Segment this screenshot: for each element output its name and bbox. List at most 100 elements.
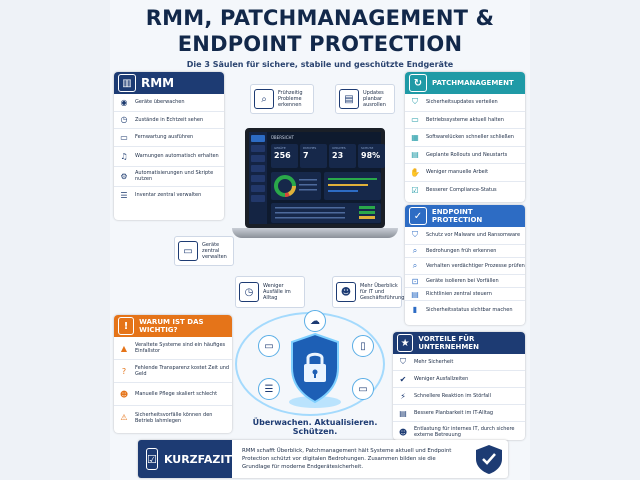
rmm-item-label: Fernwartung ausführen: [135, 134, 194, 141]
people-icon: ☻: [119, 389, 129, 399]
endpoint-item-label: Richtlinien zentral steuern: [426, 291, 492, 297]
vorteile-item-label: Weniger Ausfallzeiten: [414, 376, 469, 382]
vorteile-item-label: Bessere Planbarkeit im IT-Alltag: [414, 410, 494, 416]
fazit-title: KURZFAZIT: [163, 452, 232, 466]
vorteile-item: ▤Bessere Planbarkeit im IT-Alltag: [393, 405, 525, 422]
warning-icon: ▲: [120, 343, 128, 353]
monitor-icon: ▭: [178, 241, 198, 261]
endpoint-item: ⌕Verhalten verdächtiger Prozesse prüfen: [405, 258, 525, 275]
rmm-item: ▭ Fernwartung ausführen: [114, 129, 224, 147]
endpoint-item: ⊡Geräte isolieren bei Vorfällen: [405, 275, 525, 288]
star-icon: ★: [397, 334, 414, 352]
callout-ueberblick: ☻ Mehr Überblick für IT und Geschäftsfüh…: [332, 276, 405, 308]
patch-item: ▦ Softwarelücken schneller schließen: [405, 129, 525, 147]
callout-zentral: ▭ Geräte zentral verwalten: [174, 236, 234, 266]
patch-item: ▭Betriebssysteme aktuell halten: [405, 112, 525, 129]
patch-header: ↻ PATCHMANAGEMENT: [405, 72, 525, 94]
dashboard-table-panel: [271, 203, 381, 223]
warum-item: ▲Veraltete Systeme sind ein häufiges Ein…: [114, 337, 232, 360]
rmm-item: ♫Warnungen automatisch erhalten: [114, 147, 224, 167]
grid-icon: ▦: [411, 132, 419, 142]
page-subtitle: Die 3 Säulen für sichere, stabile und ge…: [186, 60, 454, 69]
endpoint-item-label: Sicherheitsstatus sichtbar machen: [426, 306, 513, 313]
donut-chart: [274, 175, 317, 197]
endpoint-title: ENDPOINT PROTECTION: [431, 208, 483, 224]
vorteile-item-label: Schnellere Reaktion im Störfall: [414, 393, 491, 399]
tagline: Überwachen. Aktualisieren. Schützen.: [252, 418, 378, 436]
cloud-sync-icon: ☁: [304, 310, 326, 332]
endpoint-item: ▮ Sicherheitsstatus sichtbar machen: [405, 301, 525, 319]
chart-icon: ▮: [412, 305, 418, 315]
callout-zentral-text: Geräte zentral verwalten: [202, 242, 227, 260]
patch-item: ⛉Sicherheitsupdates verteilen: [405, 94, 525, 112]
callout-ueberblick-text: Mehr Überblick für IT und Geschäftsführu…: [360, 283, 405, 301]
kpi-label: PATCHES: [303, 146, 317, 150]
rmm-item-label: Inventar zentral verwalten: [135, 192, 202, 199]
gear-icon: ⚙: [120, 171, 128, 181]
warum-item-label: Fehlende Transparenz kostet Zeit und Gel…: [135, 365, 230, 377]
dashboard-title: ÜBERSICHT: [271, 135, 294, 140]
callout-ausfaelle-text: Weniger Ausfälle im Alltag: [263, 283, 291, 301]
patch-item: ✋Weniger manuelle Arbeit: [405, 164, 525, 182]
patch-item: ▤Geplante Rollouts und Neustarts: [405, 147, 525, 164]
kpi-label: GERÄTE: [274, 146, 286, 150]
vorteile-item: ☻Entlastung für internes IT, durch siche…: [393, 422, 525, 440]
monitor-icon: ▭: [352, 378, 374, 400]
rmm-item-label: Automatisierungen und Skripte nutzen: [135, 170, 214, 182]
rmm-title: RMM: [141, 76, 175, 90]
callout-probleme-text: Frühzeitig Probleme erkennen: [278, 90, 303, 108]
shield-check-icon: ✓: [409, 207, 427, 225]
vorteile-panel: ★ VORTEILE FÜR UNTERNEHMEN ⛉Mehr Sicherh…: [393, 332, 525, 440]
laptop-icon: ▭: [258, 335, 280, 357]
vorteile-item: ⚡ Schnellere Reaktion im Störfall: [393, 388, 525, 405]
callout-updates-text: Updates planbar ausrollen: [363, 90, 386, 108]
endpoint-item-label: Schutz vor Malware und Ransomware: [426, 232, 521, 239]
calendar-update-icon: ▤: [339, 89, 359, 109]
patch-item-label: Besserer Compliance-Status: [426, 187, 497, 194]
bell-icon: ♫: [120, 151, 128, 161]
dashboard-sidebar: [249, 132, 267, 224]
rmm-item: ⚙ Automatisierungen und Skripte nutzen: [114, 167, 224, 187]
laptop-base: [232, 228, 398, 238]
warum-title: WARUM IST DAS WICHTIG?: [139, 318, 204, 334]
callout-updates: ▤ Updates planbar ausrollen: [335, 84, 395, 114]
warum-item-label: Manuelle Pflege skaliert schlecht: [135, 391, 218, 397]
page-title-line2: ENDPOINT PROTECTION: [177, 32, 463, 56]
kpi-label: SCHUTZ: [361, 146, 374, 150]
check-icon: ✔: [399, 374, 407, 384]
rmm-item: ☰Inventar zentral verwalten: [114, 187, 224, 205]
vorteile-item-label: Mehr Sicherheit: [414, 359, 454, 365]
warum-item-label: Sicherheitsvorfälle können den Betrieb l…: [135, 411, 213, 424]
patch-item: ☑Besserer Compliance-Status: [405, 182, 525, 200]
patch-item-label: Sicherheitsupdates verteilen: [426, 99, 498, 106]
smartphone-icon: ▯: [352, 335, 374, 357]
status-bars: [328, 178, 377, 192]
question-icon: ?: [121, 366, 127, 376]
warum-header: ! WARUM IST DAS WICHTIG?: [114, 315, 232, 337]
pointer-icon: ▭: [120, 132, 128, 142]
rmm-item: ◉Geräte überwachen: [114, 94, 224, 112]
kpi-value: 23: [332, 151, 344, 160]
calendar-icon: ▤: [411, 150, 419, 160]
patch-item-label: Softwarelücken schneller schließen: [426, 134, 514, 141]
endpoint-item: ⌕Bedrohungen früh erkennen: [405, 245, 525, 258]
callout-probleme: ⌕ Frühzeitig Probleme erkennen: [250, 84, 314, 114]
alarm-icon: ⚠: [120, 413, 128, 422]
kpi-label: UPDATES: [332, 146, 346, 150]
endpoint-item-label: Verhalten verdächtiger Prozesse prüfen: [426, 262, 525, 269]
clock-icon: ◷: [239, 282, 259, 302]
lock-icon: ⊡: [411, 276, 419, 286]
warum-item: ☻ Manuelle Pflege skaliert schlecht: [114, 383, 232, 406]
kpi-value: 7: [303, 151, 309, 160]
bolt-icon: ⚡: [400, 391, 406, 401]
vorteile-item: ✔ Weniger Ausfallzeiten: [393, 371, 525, 388]
kpi-value: 98%: [361, 151, 381, 160]
clock-icon: ◷: [120, 115, 128, 125]
vorteile-header: ★ VORTEILE FÜR UNTERNEHMEN: [393, 332, 525, 354]
callout-ausfaelle: ◷ Weniger Ausfälle im Alltag: [235, 276, 305, 308]
document-icon: ▤: [411, 289, 419, 299]
dashboard-donut-panel: [271, 172, 321, 200]
kpi-value: 256: [274, 151, 291, 160]
